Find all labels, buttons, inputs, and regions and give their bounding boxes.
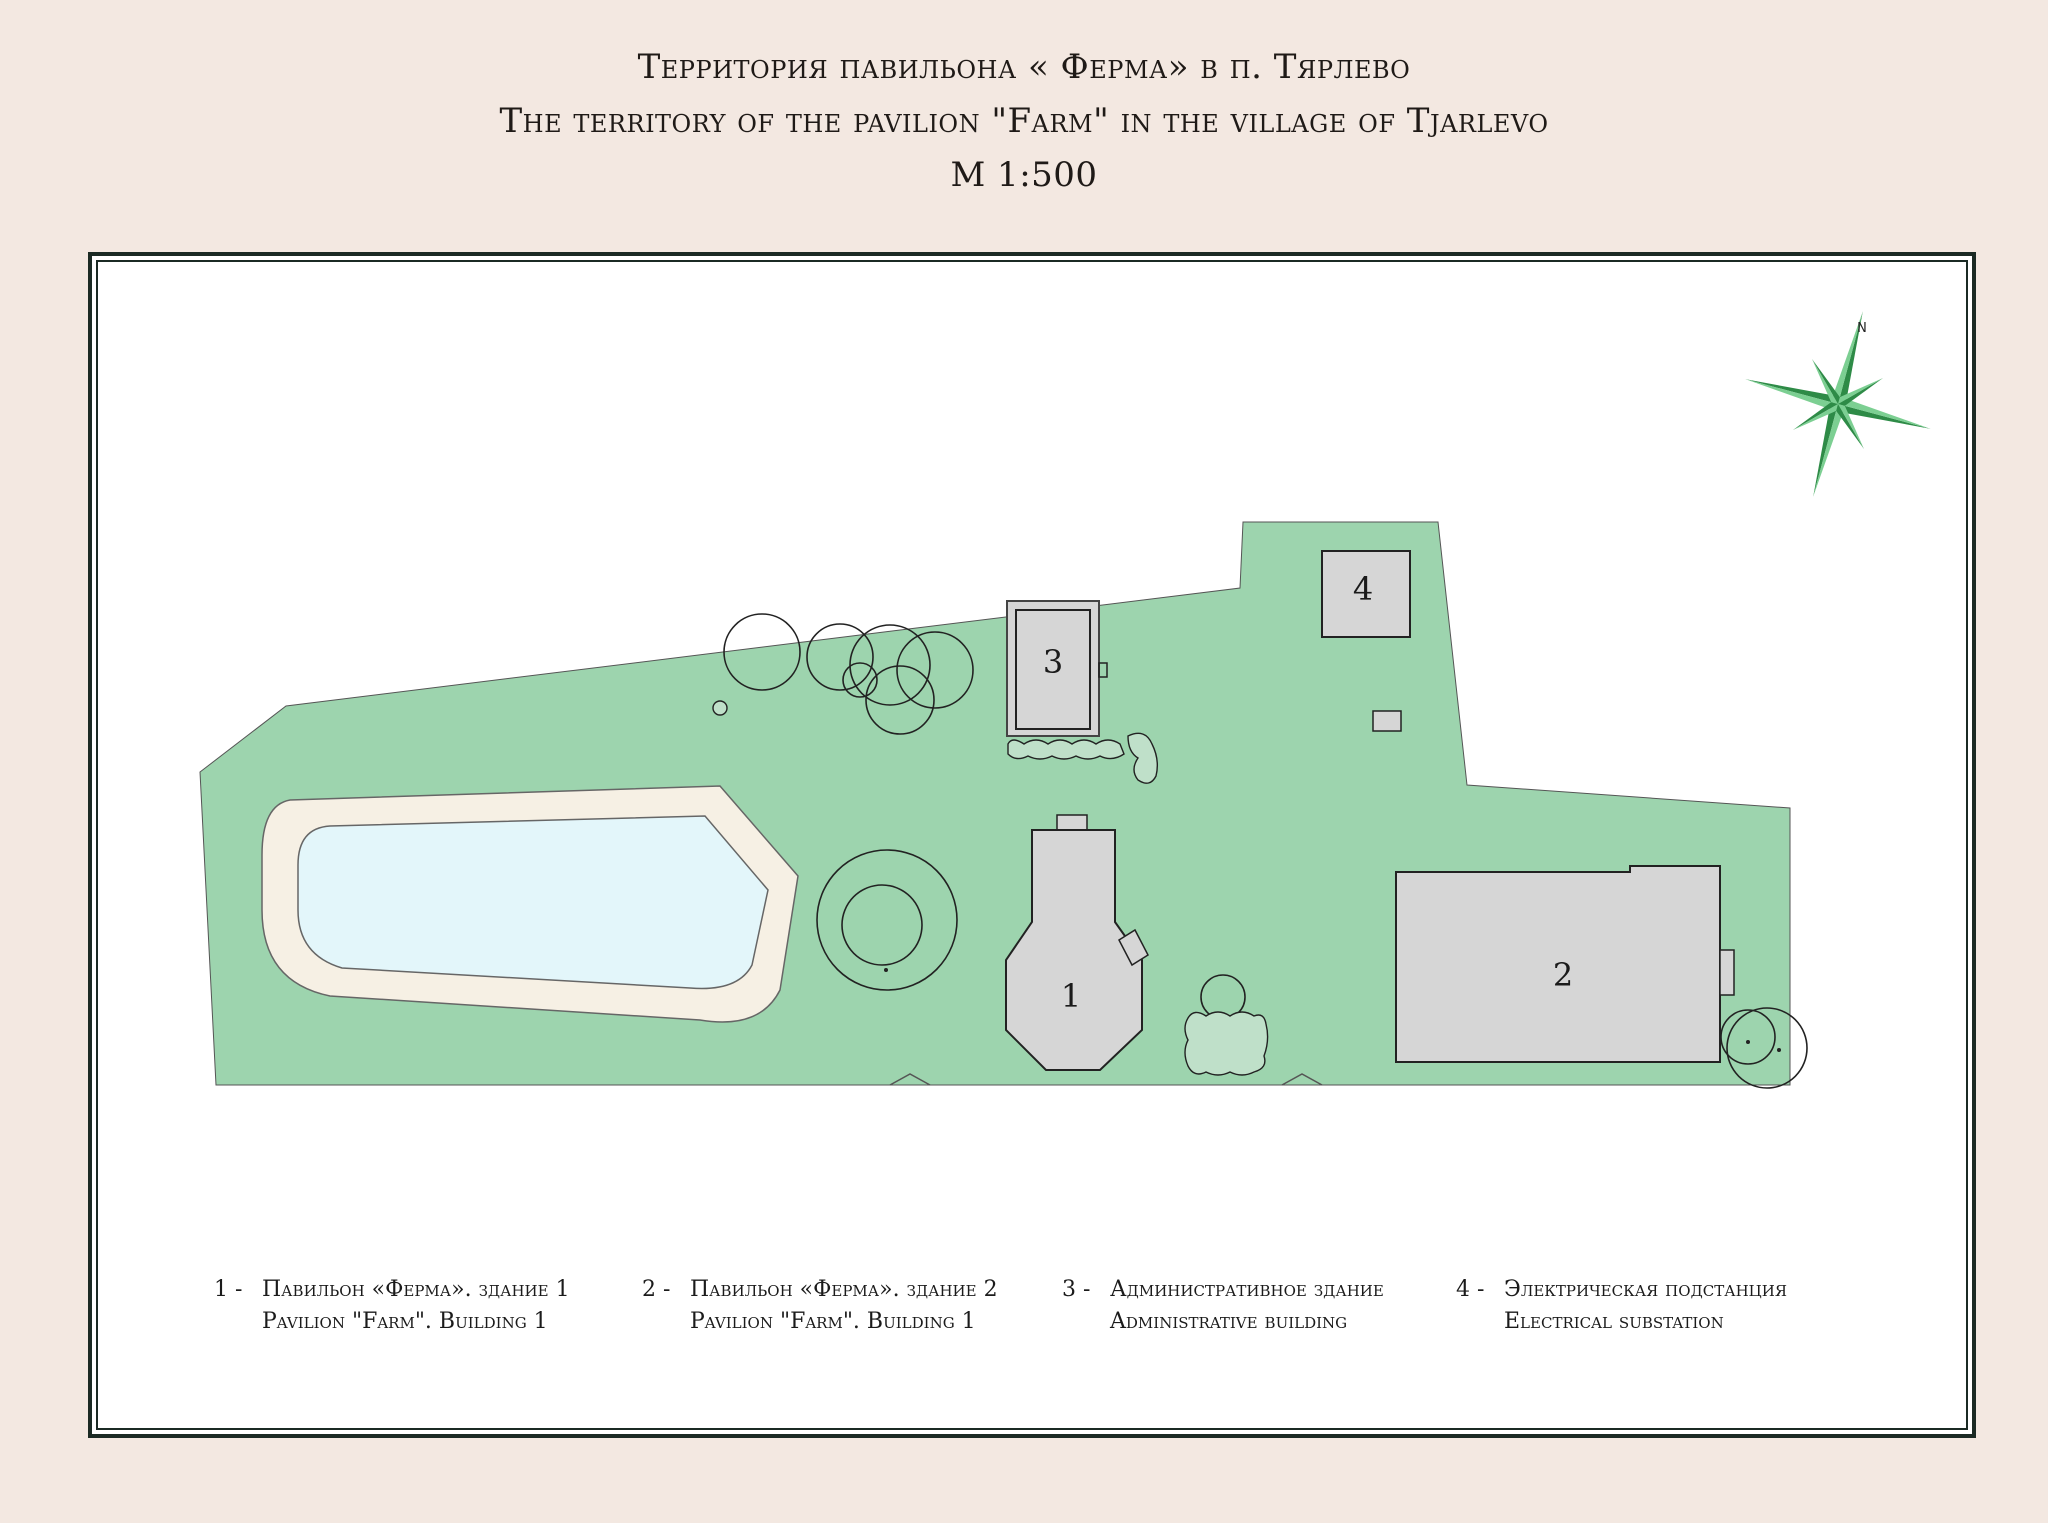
legend-text-ru: Электрическая подстанция: [1504, 1277, 1787, 1302]
legend-number: 2 -: [642, 1277, 671, 1302]
title-russian: Территория павильона « Ферма» в п. Тярле…: [637, 47, 1411, 87]
compass-north-label: N: [1857, 321, 1867, 336]
small-structure: [1372, 710, 1402, 732]
compass-point: [1838, 378, 1884, 406]
entrance-mark: [889, 1073, 931, 1086]
tree-crown: [842, 662, 878, 698]
trees: [723, 613, 1808, 1089]
building-3-porch: [1098, 662, 1108, 678]
compass-rose: [1745, 311, 1931, 497]
legend-number: 1 -: [214, 1277, 243, 1302]
tree-crown: [865, 665, 935, 735]
building-2-annex: [1719, 949, 1735, 996]
title-english: The territory of the pavilion "Farm" in …: [499, 101, 1549, 141]
entrance-mark: [1281, 1073, 1323, 1086]
shrub: [712, 700, 728, 716]
tree-trunk: [1777, 1048, 1781, 1052]
tree-crown: [896, 631, 974, 709]
compass-point: [1813, 404, 1843, 497]
compass-point: [1838, 404, 1931, 429]
legend-text-ru: Павильон «Ферма». здание 2: [690, 1277, 998, 1302]
building-3-label: 3: [1043, 643, 1063, 681]
shrubs: [712, 700, 1269, 1076]
legend-item-2: 2 - Павильон «Ферма». здание 2 Pavilion …: [642, 1274, 998, 1338]
tree-crown: [723, 613, 801, 691]
legend-text-ru: Павильон «Ферма». здание 1: [262, 1277, 570, 1302]
legend-text-en: Pavilion "Farm". Building 1: [262, 1309, 548, 1334]
legend-number: 3 -: [1062, 1277, 1091, 1302]
building-1-label: 1: [1061, 977, 1081, 1015]
compass-point: [1792, 404, 1838, 430]
legend-text-ru: Административное здание: [1110, 1277, 1384, 1302]
legend-item-4: 4 - Электрическая подстанция Electrical …: [1456, 1274, 1787, 1338]
tree-trunk: [884, 968, 888, 972]
shrub: [1127, 732, 1159, 784]
compass-point: [1812, 358, 1840, 404]
shrub: [1007, 739, 1125, 760]
compass-point: [1838, 311, 1863, 404]
pond-water: [297, 815, 769, 990]
legend-number: 4 -: [1456, 1277, 1485, 1302]
tree-crown: [841, 884, 923, 966]
compass-point: [1813, 404, 1838, 497]
legend-text-en: Pavilion "Farm". Building 1: [690, 1309, 976, 1334]
title-block: Территория павильона « Ферма» в п. Тярле…: [0, 40, 2048, 202]
compass-point: [1745, 379, 1838, 409]
compass-point: [1833, 311, 1863, 404]
scale-label: М 1:500: [950, 155, 1098, 195]
legend-text-en: Electrical substation: [1504, 1309, 1724, 1334]
compass-point: [1792, 402, 1838, 430]
tree-trunk: [1746, 1040, 1750, 1044]
compass-point: [1745, 379, 1838, 404]
compass-point: [1836, 404, 1864, 450]
legend-text-en: Administrative building: [1110, 1309, 1348, 1334]
compass-point: [1838, 399, 1931, 429]
tree-crown: [806, 623, 874, 691]
tree-crown: [849, 624, 931, 706]
building-4: [1321, 550, 1411, 638]
building-1-porch: [1056, 814, 1088, 831]
building-1: [1005, 829, 1143, 1071]
building-3: [1015, 609, 1091, 730]
building-2: [1395, 865, 1721, 1063]
building-2-label: 2: [1553, 956, 1573, 994]
shrub: [1184, 1011, 1269, 1076]
building-4-label: 4: [1353, 570, 1373, 608]
building-1-annex: [1118, 928, 1149, 967]
tree-crown: [1726, 1007, 1808, 1089]
tree-crown: [1720, 1009, 1776, 1065]
tree-crown: [816, 849, 958, 991]
legend-item-1: 1 - Павильон «Ферма». здание 1 Pavilion …: [214, 1274, 570, 1338]
legend-item-3: 3 - Административное здание Administrati…: [1062, 1274, 1384, 1338]
